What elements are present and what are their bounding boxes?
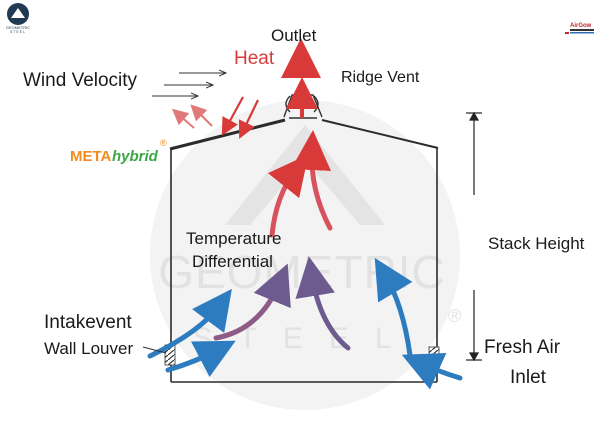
flow-blue-right-upper (374, 257, 413, 358)
roof-heat-arrow-4 (171, 108, 195, 129)
roof-heat-arrow-1 (221, 96, 244, 136)
logo-sub-text: STEEL (10, 30, 26, 34)
flow-purple-left (213, 263, 291, 341)
watermark-sub: STEEL (192, 322, 417, 355)
temperature-label: Temperature (186, 229, 281, 248)
watermark-registered: ® (448, 306, 461, 326)
roof-right (321, 119, 439, 149)
meta-text: META (70, 148, 112, 165)
outlet-label: Outlet (271, 26, 317, 45)
heat-label: Heat (234, 48, 275, 69)
flow-blue-intake-lower (165, 340, 236, 377)
inlet-label: Inlet (510, 367, 547, 388)
stack-height-label: Stack Height (488, 234, 585, 253)
flow-red-right (291, 130, 333, 231)
wall-louver-label: Wall Louver (44, 339, 133, 358)
logo-mark-text: GEOMETRIC (6, 25, 30, 30)
corner-logo-text: AirGow (570, 23, 592, 29)
corner-logo: AirGow (565, 23, 594, 34)
stack-height-dimension (466, 111, 482, 362)
fresh-air-label: Fresh Air (484, 337, 561, 358)
ridge-vent-label: Ridge Vent (341, 69, 420, 86)
roof-heat-arrow-3 (190, 104, 213, 127)
wind-velocity-label: Wind Velocity (23, 70, 138, 91)
heat-arrows (171, 38, 321, 139)
differential-label: Differential (192, 252, 273, 271)
roof-heat-arrow-2 (238, 99, 259, 139)
flow-purple-right (295, 256, 351, 351)
wind-arrows (152, 73, 226, 96)
intakevent-label: Intakevent (44, 312, 132, 333)
meta-hybrid-logo: META hybrid ® (70, 138, 167, 165)
air-flow-arrows (147, 130, 463, 390)
wall-louver-leader (142, 346, 167, 354)
hybrid-registered-mark: ® (160, 138, 167, 148)
right-wall-louver (428, 346, 440, 368)
flow-red-left (267, 154, 309, 238)
brand-logo: GEOMETRIC STEEL (6, 3, 30, 34)
flow-blue-fresh-air (401, 352, 463, 390)
hybrid-text: hybrid (112, 148, 159, 165)
